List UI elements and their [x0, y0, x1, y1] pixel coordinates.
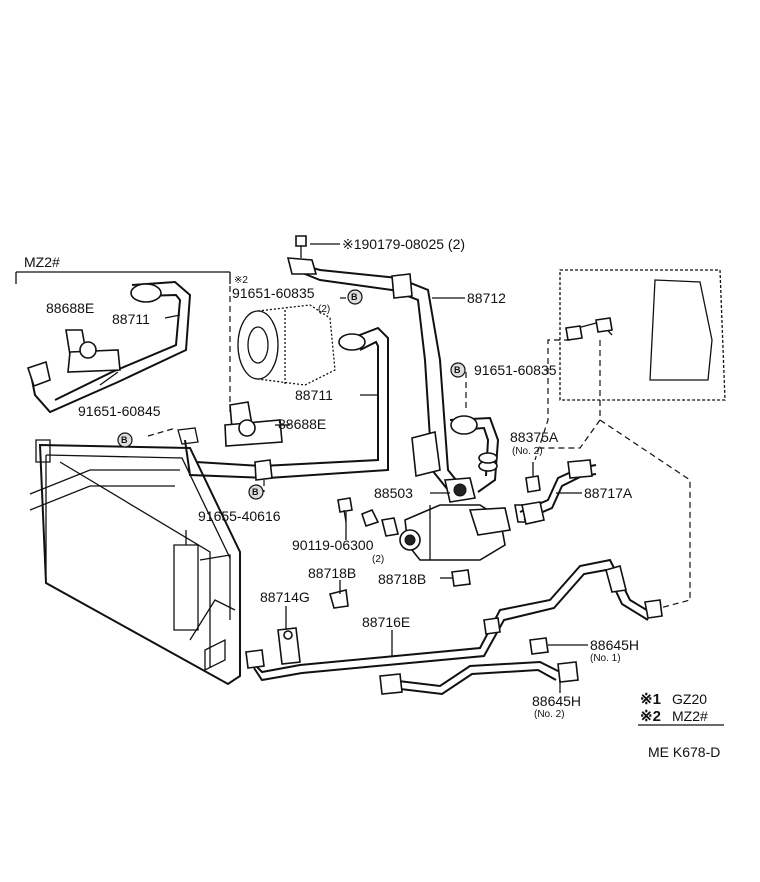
switch-88688e-b — [177, 401, 283, 447]
label-88503: 88503 — [374, 485, 413, 501]
hose-88711-b — [184, 326, 389, 481]
clip-88718b — [329, 569, 471, 609]
svg-text:B: B — [454, 365, 461, 375]
label-88711-b: 88711 — [295, 387, 333, 403]
compressor-88503 — [399, 477, 536, 561]
label-88714g: 88714G — [260, 589, 310, 605]
bracket-88714g — [277, 627, 301, 665]
compressor-top — [237, 304, 336, 386]
label-91651-60835-a: 91651-60835 — [232, 285, 315, 301]
bolt-marker-2: B — [450, 362, 466, 378]
label-88711-a: 88711 — [112, 311, 150, 327]
svg-text:B: B — [252, 487, 259, 497]
label-88375a: 88375A — [510, 429, 559, 445]
diagram-code: ME K678-D — [648, 744, 720, 760]
dashed-leaders — [147, 286, 691, 609]
label-mz2: MZ2# — [24, 254, 60, 270]
svg-text:B: B — [121, 435, 128, 445]
label-88718b-a: 88718B — [308, 565, 356, 581]
label-88688e-a: 88688E — [46, 300, 94, 316]
hose-88711-a — [29, 280, 192, 414]
label-88716e: 88716E — [362, 614, 410, 630]
legend-mark-1: ※1 — [640, 691, 661, 708]
label-88375a-no: (No. 2) — [512, 446, 543, 457]
bolt-90119-06300 — [337, 497, 399, 537]
label-88645h-a: 88645H — [590, 637, 639, 653]
legend-mark-2: ※2 — [640, 708, 661, 725]
mz2-bracket — [15, 271, 231, 284]
label-90119-06300: 90119-06300 — [292, 537, 374, 553]
pipe-88716e — [245, 558, 663, 682]
bolt-marker-1: B — [347, 289, 363, 305]
label-91651-60845: 91651-60845 — [78, 403, 161, 419]
label-190179-08025: ※190179-08025 (2) — [342, 236, 465, 252]
label-88645h-b: 88645H — [532, 693, 581, 709]
condenser — [29, 439, 241, 686]
label-88718b-b: 88718B — [378, 571, 426, 587]
label-91651-60835-b: 91651-60835 — [474, 362, 557, 378]
svg-text:B: B — [351, 292, 358, 302]
bolt-marker-4: B — [248, 484, 264, 500]
legend: ※1 GZ20 ※2 MZ2# — [638, 691, 724, 726]
pipe-88645h — [379, 637, 579, 696]
hose-88712-branch — [449, 415, 500, 493]
switch-88688e-a — [26, 329, 121, 388]
sensor-88375a — [525, 462, 541, 493]
label-note2: ※2 — [234, 275, 248, 286]
legend-text-1: GZ20 — [672, 691, 707, 707]
label-88688e-b: 88688E — [278, 416, 326, 432]
label-88717a: 88717A — [584, 485, 633, 501]
legend-text-2: MZ2# — [672, 708, 708, 724]
hose-88712 — [286, 235, 461, 491]
evaporator-unit — [559, 269, 726, 401]
label-leaders — [164, 243, 588, 693]
label-88645h-b-no: (No. 2) — [534, 709, 565, 720]
label-91651-60835-a-qty: (2) — [318, 304, 330, 315]
label-91655-40616: 91655-40616 — [198, 508, 281, 524]
bolt-marker-3: B — [117, 432, 133, 448]
label-88712: 88712 — [467, 290, 506, 306]
hose-88717a — [519, 459, 597, 525]
label-88645h-a-no: (No. 1) — [590, 653, 621, 664]
label-90119-06300-qty: (2) — [372, 554, 384, 565]
